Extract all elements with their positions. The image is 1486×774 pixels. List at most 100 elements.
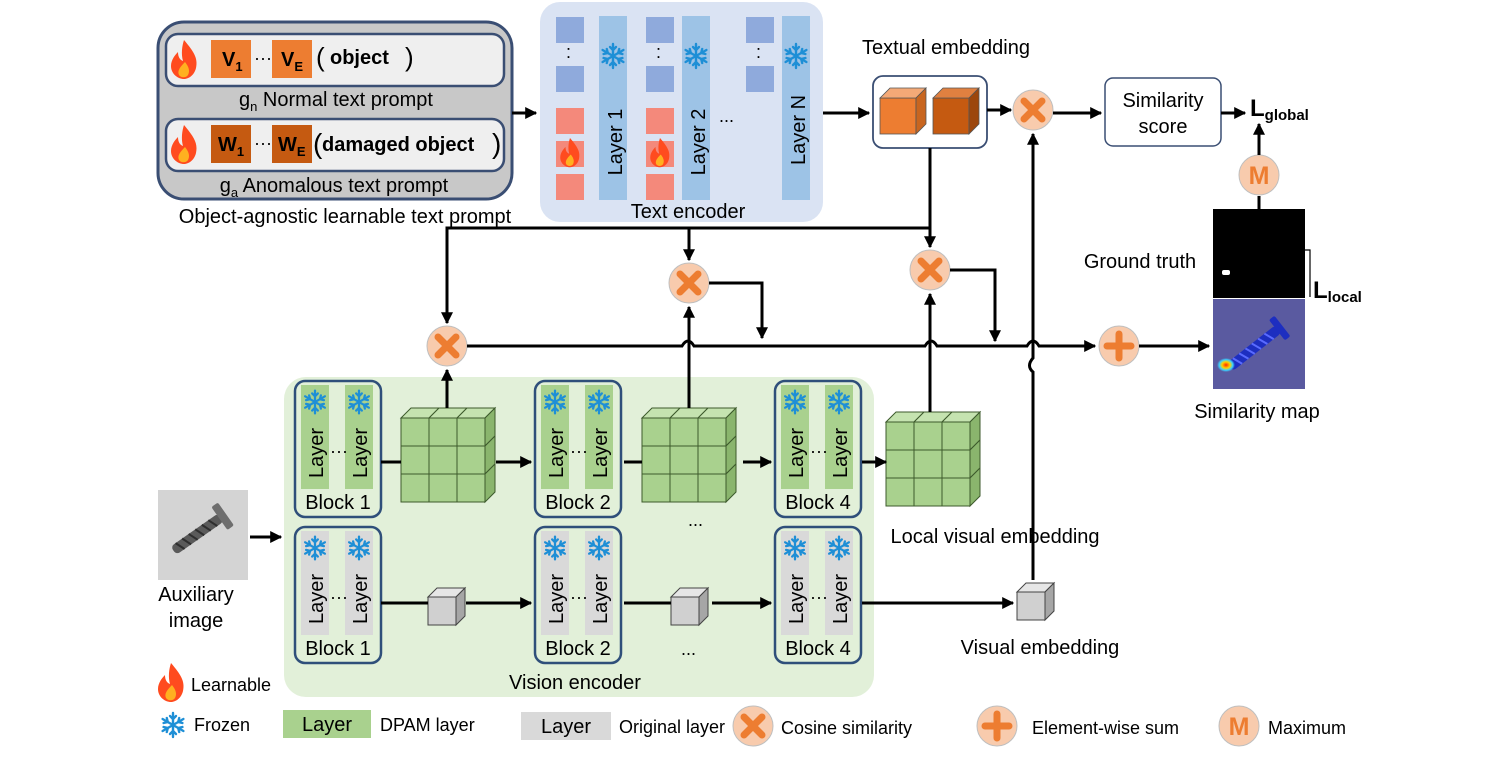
text-encoder-title: Text encoder	[631, 201, 746, 223]
snowflake-icon	[684, 42, 708, 70]
ground-truth-label: Ground truth	[1084, 251, 1196, 273]
vision-block-label: Block 2	[545, 492, 611, 514]
legend: Learnable Frozen Layer DPAM layer Layer …	[158, 663, 1346, 747]
snowflake-icon	[347, 535, 371, 561]
flame-icon	[560, 138, 580, 168]
snowflake-icon	[347, 389, 371, 415]
flame-icon	[171, 40, 197, 79]
token-w1	[211, 125, 251, 163]
snowflake-icon	[827, 535, 851, 561]
legend-original-swatch-label: Layer	[541, 716, 591, 738]
flame-icon	[171, 125, 197, 164]
connectors	[250, 104, 1265, 609]
token-we-label: WE	[278, 134, 306, 159]
snowflake-icon	[587, 535, 611, 561]
auxiliary-image-label-2: image	[169, 610, 223, 632]
similarity-map-label: Similarity map	[1194, 401, 1320, 423]
normal-text-embedding-cube	[879, 87, 927, 135]
legend-m-symbol: M	[1229, 713, 1250, 741]
snowflake-icon	[161, 711, 185, 739]
anomalous-right-paren: )	[492, 128, 501, 159]
legend-sum: Element-wise sum	[1032, 718, 1179, 738]
l-local-bracket	[1305, 249, 1311, 297]
visual-embedding-label: Visual embedding	[961, 637, 1120, 659]
text-token	[746, 17, 774, 43]
m-circle-icon: M	[1218, 705, 1260, 747]
vision-top-dots: ...	[688, 510, 703, 530]
normal-left-paren: (	[316, 42, 325, 72]
vision-block-label: Block 4	[785, 492, 851, 514]
text-encoder-dots: ...	[719, 106, 734, 126]
vision-layer-dots: ···	[570, 441, 588, 461]
prompt-title: Object-agnostic learnable text prompt	[179, 206, 512, 228]
vision-block-label: Block 4	[785, 638, 851, 660]
vision-bottom-dots: ...	[681, 639, 696, 659]
vision-layer-label: Layer	[590, 428, 612, 478]
legend-dpam: DPAM layer	[380, 715, 475, 735]
maximum-op-symbol: M	[1249, 162, 1270, 190]
text-layer-n-label: Layer N	[788, 95, 810, 165]
anomalous-left-paren: (	[313, 128, 323, 159]
snowflake-icon	[303, 535, 327, 561]
l-local-label: Llocal	[1313, 277, 1362, 306]
normal-prompt-caption: gn Normal text prompt	[239, 89, 433, 114]
text-layer-2-label: Layer 2	[688, 109, 710, 176]
vision-layer-label: Layer	[786, 574, 808, 624]
auxiliary-image	[158, 490, 248, 580]
vision-layer-label: Layer	[546, 574, 568, 624]
snowflake-icon	[783, 535, 807, 561]
anomalous-prompt-caption: ga Anomalous text prompt	[220, 175, 449, 200]
local-visual-embedding-label: Local visual embedding	[890, 526, 1099, 548]
text-token	[646, 66, 674, 92]
maximum-op: M	[1238, 154, 1280, 196]
normal-right-paren: )	[405, 42, 414, 72]
snowflake-icon	[543, 535, 567, 561]
normal-prompt-word: object	[330, 47, 389, 69]
similarity-score-label-1: Similarity	[1122, 90, 1203, 112]
vision-block-frame	[293, 379, 383, 519]
local-visual-embedding-cube-4	[884, 410, 982, 508]
vision-layer-label: Layer	[350, 428, 372, 478]
text-encoder: : Layer 1 :	[540, 2, 823, 223]
visual-embedding-cube-1	[426, 586, 467, 627]
vision-block-frame	[533, 525, 623, 665]
vision-encoder-title: Vision encoder	[509, 672, 641, 694]
similarity-score-label-2: score	[1139, 116, 1188, 138]
snowflake-icon	[784, 42, 808, 70]
prompt-token	[646, 174, 674, 200]
vision-layer-label: Layer	[786, 428, 808, 478]
prompt-token	[556, 108, 584, 134]
x-circle-icon	[732, 705, 774, 747]
vision-layer-dots: ···	[810, 441, 828, 461]
vision-block-frame	[773, 525, 863, 665]
token-we	[272, 125, 312, 163]
token-ve-label: VE	[281, 49, 303, 74]
legend-frozen: Frozen	[194, 715, 250, 735]
prompt-token	[556, 174, 584, 200]
text-token	[746, 66, 774, 92]
vision-block-label: Block 2	[545, 638, 611, 660]
local-visual-embedding-cube-1	[399, 406, 497, 504]
vision-block-top-3: Layer Layer··· Block 4	[773, 379, 863, 519]
textual-embedding-label: Textual embedding	[862, 37, 1030, 59]
token-v1	[211, 40, 251, 78]
local-visual-embedding-cube-2	[640, 406, 738, 504]
legend-learnable: Learnable	[191, 675, 271, 695]
plus-circle-icon	[976, 705, 1018, 747]
similarity-map-image	[1213, 299, 1305, 389]
text-prompt-panel: V1 ··· VE ( object ) gn Normal text prom…	[156, 20, 514, 201]
ground-truth-defect	[1222, 270, 1230, 275]
vision-layer-label: Layer	[830, 428, 852, 478]
auxiliary-image-label-1: Auxiliary	[158, 584, 234, 606]
legend-dpam-swatch	[283, 710, 371, 738]
token-w1-label: W1	[218, 134, 244, 159]
text-token-vdots: :	[566, 42, 571, 62]
vision-block-label: Block 1	[305, 492, 371, 514]
flame-icon	[158, 663, 184, 702]
cosine-similarity-op-right	[909, 249, 951, 291]
